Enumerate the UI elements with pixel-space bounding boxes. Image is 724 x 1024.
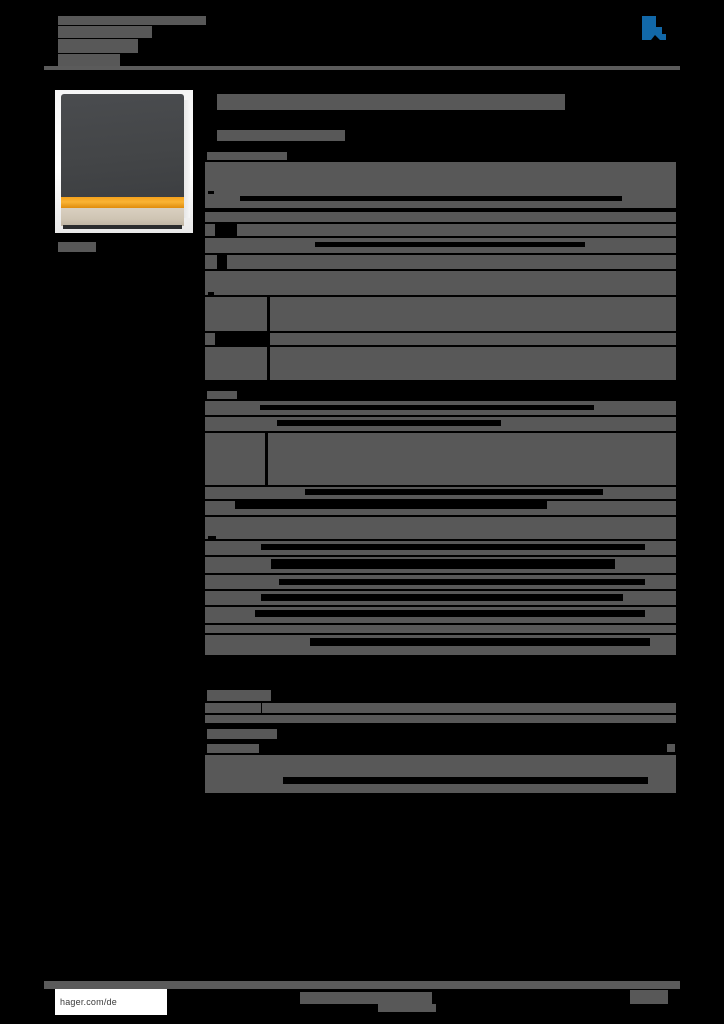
table-row — [205, 591, 676, 605]
table-cell-gap — [208, 536, 216, 539]
table-cell-gap — [267, 297, 270, 331]
table-cell-gap — [255, 610, 645, 617]
table-cell-gap — [208, 191, 214, 194]
table-cell-gap — [277, 420, 501, 426]
table-row — [205, 401, 676, 415]
footer-divider — [44, 981, 680, 989]
table-row — [205, 333, 676, 345]
table-cell-gap — [260, 405, 594, 410]
section-label-redacted — [207, 152, 287, 160]
footer-page-number-redacted — [630, 990, 668, 1004]
header-reference-redacted — [58, 54, 120, 67]
table-cell-gap — [271, 559, 615, 569]
table-cell-gap — [208, 292, 214, 295]
table-row — [205, 703, 676, 713]
table-cell-gap — [261, 544, 645, 550]
section-title-redacted — [207, 690, 271, 701]
section-title-redacted — [207, 729, 277, 739]
header-title-redacted-2 — [58, 26, 152, 38]
table-row — [205, 777, 676, 793]
page-subtitle-redacted — [217, 130, 345, 141]
table-cell-gap — [215, 333, 270, 345]
table-cell-gap — [240, 196, 622, 201]
section-title-redacted — [207, 391, 237, 399]
table-row — [205, 541, 676, 555]
document-header — [0, 0, 724, 80]
section-badge-redacted — [667, 744, 675, 752]
table-row — [205, 607, 676, 623]
table-row — [205, 194, 676, 208]
table-row — [205, 162, 676, 194]
table-row — [205, 417, 676, 431]
table-cell-gap — [261, 594, 623, 601]
table-row — [205, 487, 676, 499]
footer-center-text-redacted-2 — [378, 1004, 436, 1012]
table-row — [205, 271, 676, 295]
table-cell-gap — [261, 703, 262, 713]
product-base — [61, 208, 184, 226]
table-row — [205, 347, 676, 380]
product-image-caption-redacted — [58, 242, 96, 252]
table-cell-gap — [235, 501, 547, 509]
table-row — [205, 224, 676, 236]
product-shadow — [63, 225, 182, 229]
table-row — [205, 433, 676, 485]
product-image — [55, 90, 193, 233]
footer-url-text: hager.com/de — [60, 997, 117, 1007]
header-divider — [44, 66, 680, 70]
table-cell-gap — [215, 224, 237, 236]
product-accent-stripe — [61, 197, 184, 208]
table-row — [205, 212, 676, 222]
table-cell-gap — [265, 433, 268, 485]
table-row — [205, 755, 676, 777]
table-cell-gap — [310, 638, 650, 646]
table-row — [205, 501, 676, 515]
table-row — [205, 517, 676, 539]
footer-center-text-redacted — [300, 992, 432, 1004]
table-cell-gap — [315, 242, 585, 247]
header-subtitle-redacted — [58, 39, 138, 53]
table-cell-gap — [283, 777, 648, 784]
product-image-side-panel — [183, 100, 190, 218]
product-body — [61, 94, 184, 212]
table-cell-gap — [267, 347, 270, 380]
table-row — [205, 297, 676, 331]
table-row — [205, 238, 676, 253]
table-row — [205, 575, 676, 589]
table-row — [205, 715, 676, 723]
header-title-redacted — [58, 16, 206, 25]
table-cell-gap — [305, 489, 603, 495]
table-row — [205, 635, 676, 655]
footer-url[interactable]: hager.com/de — [55, 989, 167, 1015]
table-row — [205, 557, 676, 573]
section-subtitle-redacted — [207, 744, 259, 753]
hager-logo-icon — [638, 10, 678, 50]
table-cell-gap — [279, 579, 645, 585]
table-cell-gap — [217, 255, 227, 269]
table-row — [205, 255, 676, 269]
page-title-redacted — [217, 94, 565, 110]
table-row — [205, 625, 676, 633]
